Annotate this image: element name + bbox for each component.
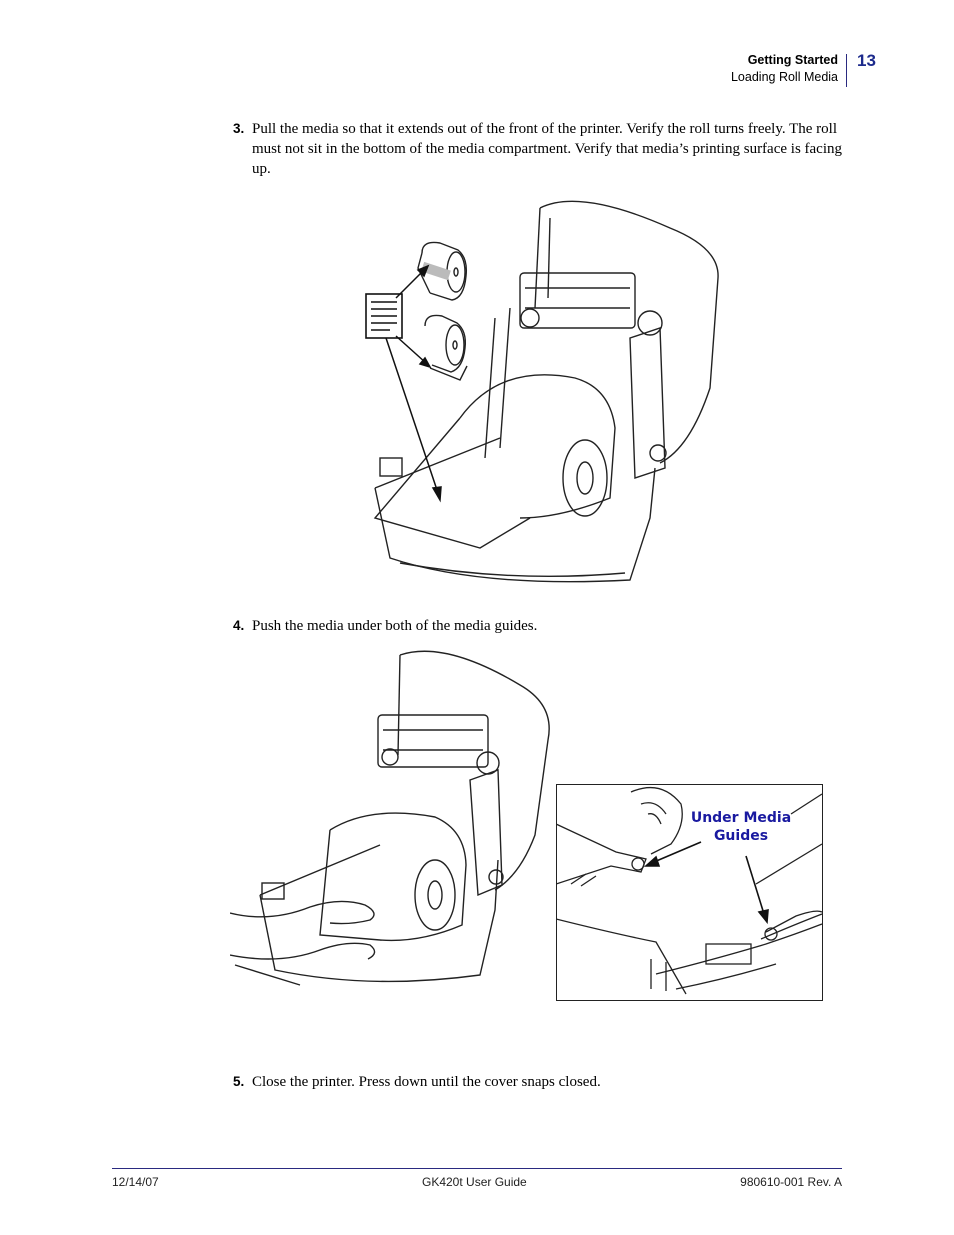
step-number: 5. bbox=[233, 1074, 245, 1089]
running-header: Getting Started Loading Roll Media bbox=[731, 52, 838, 86]
header-divider bbox=[846, 54, 847, 87]
figure-pull-media bbox=[360, 188, 730, 593]
callout-label-line1: Under Media bbox=[691, 810, 791, 826]
step-number: 4. bbox=[233, 618, 245, 633]
step-text: Close the printer. Press down until the … bbox=[252, 1074, 601, 1090]
step-text: Push the media under both of the media g… bbox=[252, 618, 538, 634]
footer-doc-number: 980610-001 Rev. A bbox=[740, 1175, 842, 1189]
step-text: Pull the media so that it extends out of… bbox=[252, 121, 843, 177]
printer-open-illustration bbox=[365, 200, 719, 583]
printer-hands-illustration bbox=[230, 650, 550, 986]
document-icon bbox=[365, 293, 403, 339]
callout-label-line2: Guides bbox=[714, 828, 768, 844]
subsection-title: Loading Roll Media bbox=[730, 70, 838, 84]
section-title: Getting Started bbox=[747, 53, 838, 67]
step-number: 3. bbox=[233, 121, 245, 136]
footer-divider bbox=[112, 1168, 842, 1169]
inset-detail: Under Media Guides bbox=[556, 784, 823, 1001]
footer-date: 12/14/07 bbox=[112, 1175, 159, 1189]
media-guides-closeup: Under Media Guides bbox=[556, 784, 823, 1001]
figure-media-guides bbox=[230, 645, 550, 990]
page-number: 13 bbox=[857, 51, 876, 70]
footer-title: GK420t User Guide bbox=[422, 1175, 527, 1189]
